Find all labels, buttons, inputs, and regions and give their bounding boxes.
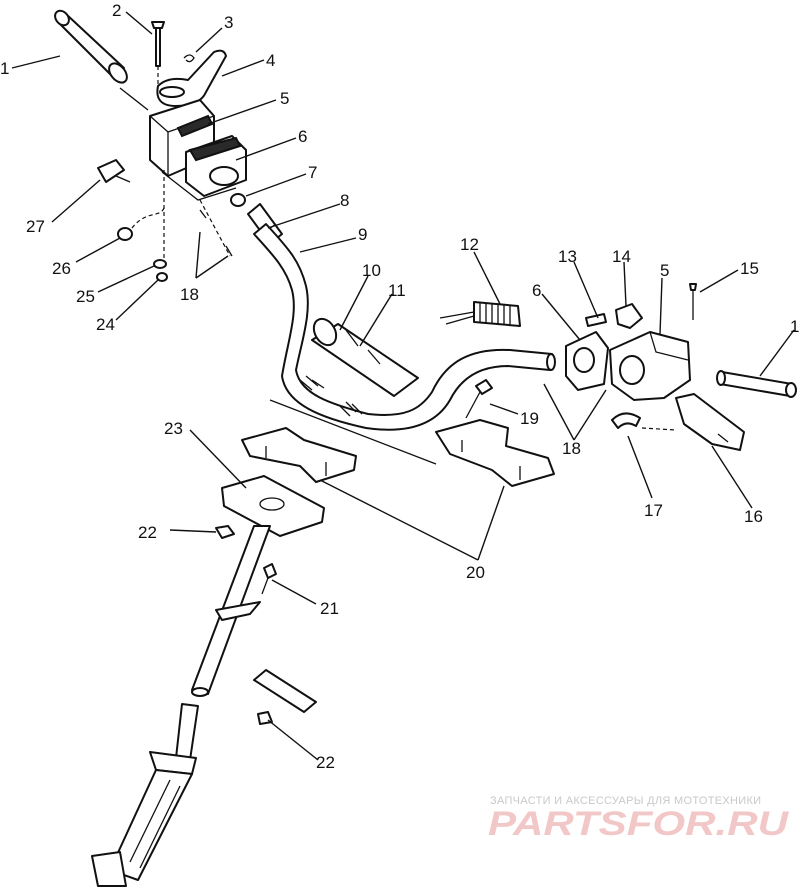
callout-25: 25 (76, 287, 95, 306)
steering-post (191, 525, 271, 697)
callout-8: 8 (340, 191, 349, 210)
leader-lines (11, 11, 795, 761)
mount-bracket-plate (161, 170, 237, 268)
callout-12: 12 (460, 235, 479, 254)
callout-27: 27 (26, 217, 45, 236)
left-handlebar-grip (54, 9, 149, 111)
mount-bolt (465, 379, 493, 419)
right-switch-halfshell (565, 331, 609, 391)
callout-1-right: 1 (790, 317, 799, 336)
watermark-logo: PARTSFOR.RU (488, 806, 790, 840)
small-switch (585, 313, 607, 327)
callout-4: 4 (266, 51, 275, 70)
callout-18-left: 18 (180, 285, 199, 304)
callout-19: 19 (520, 409, 539, 428)
handlebar-mount-block-upper (435, 419, 555, 487)
callout-15: 15 (740, 259, 759, 278)
callout-23: 23 (164, 419, 183, 438)
alignment-line (269, 399, 437, 465)
cable-clip (97, 159, 131, 183)
grip-heater-element (439, 301, 521, 327)
callout-6-right: 6 (532, 281, 541, 300)
lever-spring-clip (611, 412, 677, 431)
right-throttle-housing (609, 331, 691, 401)
handlebar-pad (311, 317, 419, 397)
steering-post-plate (221, 475, 325, 537)
callout-13: 13 (558, 247, 577, 266)
callout-16: 16 (744, 507, 763, 526)
throttle-bolt (151, 21, 165, 90)
callout-11: 11 (388, 281, 406, 300)
callout-2: 2 (112, 1, 121, 20)
right-handlebar-grip (716, 370, 797, 398)
callout-22-upper: 22 (138, 523, 157, 542)
lock-nut (156, 272, 168, 282)
callout-14: 14 (612, 247, 631, 266)
small-screws (199, 209, 233, 257)
callout-17: 17 (644, 501, 663, 520)
handlebar-mount-block-lower (241, 427, 357, 483)
callout-3: 3 (224, 13, 233, 32)
left-throttle-block (185, 135, 247, 197)
steering-arm-sleeve (253, 669, 317, 713)
callout-5-left: 5 (280, 89, 289, 108)
rubber-grommet (117, 207, 165, 241)
callout-20: 20 (466, 563, 485, 582)
callout-26: 26 (52, 259, 71, 278)
throttle-lever (675, 393, 745, 451)
callout-9: 9 (358, 225, 367, 244)
callout-10: 10 (362, 261, 381, 280)
throttle-lever-clamp (156, 49, 227, 107)
callout-1-left: 1 (0, 59, 9, 78)
nut-upper (215, 525, 235, 539)
handlebar (253, 223, 556, 431)
callout-labels: 1 2 3 4 5 6 7 8 9 10 11 12 13 14 5 15 1 … (0, 1, 799, 772)
callout-7: 7 (308, 163, 317, 182)
svg-text:PARTSFOR.RU: PARTSFOR.RU (488, 806, 790, 840)
kill-switch-cap (615, 303, 643, 329)
callout-24: 24 (96, 315, 115, 334)
callout-6-left: 6 (298, 127, 307, 146)
watermark-caption: ЗАПЧАСТИ И АКСЕССУАРЫ ДЛЯ МОТОТЕХНИКИ (490, 795, 762, 807)
callout-18-right: 18 (562, 439, 581, 458)
callout-22-lower: 22 (316, 753, 335, 772)
right-housing-screw (689, 283, 697, 320)
retaining-clip (183, 54, 195, 63)
callout-21: 21 (320, 599, 339, 618)
steering-bolt (261, 563, 277, 595)
cable-ferrule (230, 193, 246, 207)
callout-5-right: 5 (660, 261, 669, 280)
washer (153, 259, 167, 269)
steering-post-lower (91, 703, 199, 887)
